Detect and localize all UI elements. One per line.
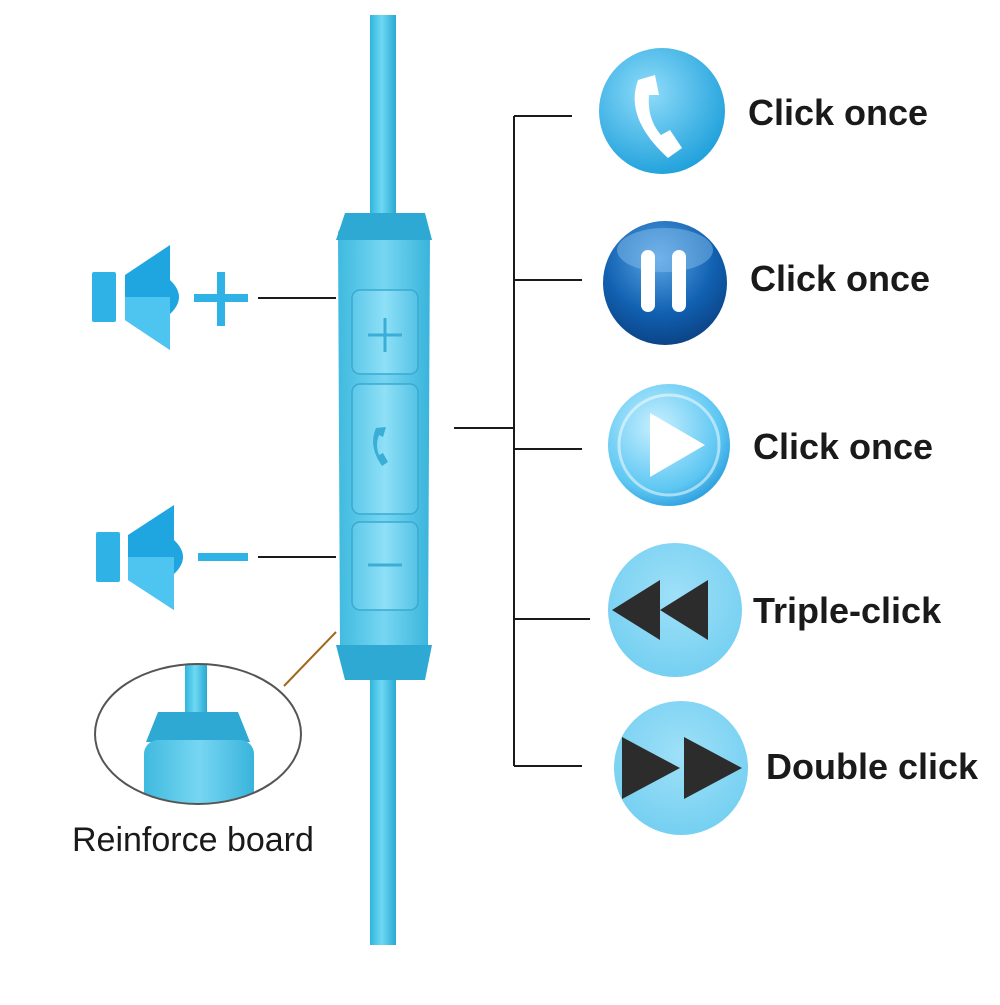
phone-icon: [599, 48, 725, 174]
rewind-icon: [608, 543, 742, 677]
inset-caption: Reinforce board: [72, 821, 314, 859]
function-label-pause: Click once: [750, 258, 931, 299]
function-label-fast-forward: Double click: [766, 746, 979, 787]
remote-call-button[interactable]: [351, 383, 419, 515]
remote-plus-glyph: [368, 318, 402, 352]
function-label-play: Click once: [753, 426, 934, 467]
volume-down-icon: [96, 505, 248, 610]
pause-icon: [603, 221, 727, 345]
fast-forward-icon: [614, 701, 748, 835]
volume-up-icon: [92, 245, 248, 350]
function-bracket: [454, 115, 590, 767]
reinforce-board-inset: [94, 663, 302, 805]
inset-pointer-line: [283, 631, 337, 687]
function-label-phone: Click once: [748, 92, 929, 133]
inline-remote: [336, 213, 432, 680]
function-label-rewind: Triple-click: [753, 590, 942, 631]
play-icon: [608, 384, 730, 506]
remote-phone-glyph: [373, 427, 388, 466]
